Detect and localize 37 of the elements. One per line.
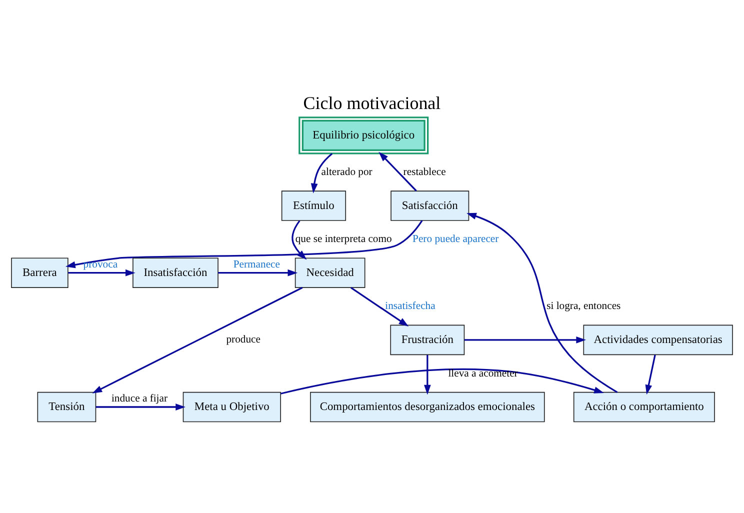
node-box: Acción o comportamiento bbox=[573, 392, 715, 422]
arrow bbox=[66, 220, 423, 268]
node-box: Necesidad bbox=[294, 258, 366, 288]
edge-label: que se interpreta como bbox=[295, 234, 392, 246]
arrow bbox=[68, 269, 136, 276]
edge-label: Pero puede aparecer bbox=[412, 234, 499, 246]
node-box: Estímulo bbox=[281, 190, 346, 221]
edge-label: induce a fijar bbox=[111, 394, 168, 405]
arrow bbox=[96, 404, 186, 410]
diagram-title: Ciclo motivacional bbox=[303, 92, 441, 113]
node-box: Equilibrio psicológico bbox=[298, 116, 429, 154]
node-box: Satisfacción bbox=[390, 190, 470, 221]
arrow bbox=[92, 286, 303, 394]
arrow bbox=[645, 354, 656, 395]
arrow bbox=[378, 152, 417, 192]
node-box: Tensión bbox=[37, 392, 96, 422]
edge-label: alterado por bbox=[321, 167, 372, 178]
node-box: Barrera bbox=[11, 258, 68, 288]
arrow bbox=[280, 368, 604, 394]
edge-label: restablece bbox=[403, 167, 446, 178]
edge-label: Permanece bbox=[233, 259, 280, 270]
edge-label: si logra, entonces bbox=[546, 301, 621, 312]
node-box: Comportamientos desorganizados emocionales bbox=[310, 392, 545, 422]
arrow bbox=[310, 152, 333, 194]
edge-label: produce bbox=[226, 334, 260, 346]
node-box: Insatisfacción bbox=[132, 258, 218, 288]
arrow bbox=[466, 212, 618, 393]
arrow bbox=[218, 269, 298, 276]
node-box: Meta u Objetivo bbox=[182, 392, 281, 422]
node-box: Frustración bbox=[390, 324, 465, 356]
edge-label: insatisfecha bbox=[385, 301, 436, 312]
node-box: Actividades compensatorias bbox=[583, 324, 733, 356]
arrow bbox=[464, 336, 586, 344]
edge-label: lleva a acometer bbox=[448, 368, 518, 380]
arrow bbox=[350, 287, 409, 326]
arrow bbox=[424, 354, 431, 395]
edge-label: provoca bbox=[83, 259, 118, 270]
